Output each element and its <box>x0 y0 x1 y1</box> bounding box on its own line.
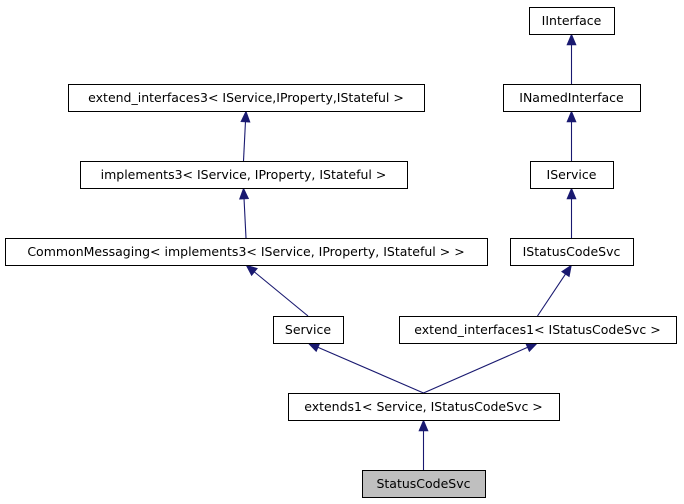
class-node-label: extend_interfaces3< IService,IProperty,I… <box>88 90 404 105</box>
edge-line <box>243 198 247 239</box>
edge-line <box>254 271 309 317</box>
inheritance-arrowhead-icon <box>418 419 429 432</box>
class-node-label: INamedInterface <box>519 90 624 105</box>
class-node-implements3[interactable]: implements3< IService, IProperty, IState… <box>80 161 408 189</box>
class-node-label: IStatusCodeSvc <box>523 244 621 259</box>
class-node-box[interactable] <box>529 7 615 35</box>
inheritance-edge-extend_interfaces1-to-istatuscodesvc <box>537 264 572 317</box>
class-node-inamedinterface[interactable]: INamedInterface <box>503 84 641 112</box>
class-node-istatuscodesvc[interactable]: IStatusCodeSvc <box>510 238 634 266</box>
inheritance-arrowhead-icon <box>566 187 577 200</box>
inheritance-edge-extends1-to-extend_interfaces1 <box>423 342 539 394</box>
inheritance-edge-istatuscodesvc-to-iservice <box>566 187 577 238</box>
class-node-extend_interfaces3[interactable]: extend_interfaces3< IService,IProperty,I… <box>68 84 425 112</box>
class-node-extends1[interactable]: extends1< Service, IStatusCodeSvc > <box>288 393 560 421</box>
inheritance-arrowhead-icon <box>566 110 577 123</box>
inheritance-edge-service-to-commonmessaging <box>245 264 309 317</box>
edge-line <box>537 273 566 317</box>
class-node-label: implements3< IService, IProperty, IState… <box>101 167 387 182</box>
class-node-label: StatusCodeSvc <box>376 476 470 491</box>
inheritance-edge-iservice-to-inamedinterface <box>566 110 577 161</box>
class-node-service[interactable]: Service <box>273 316 344 344</box>
class-node-box[interactable] <box>273 316 344 344</box>
edge-line <box>423 346 528 394</box>
inheritance-edge-commonmessaging-to-implements3 <box>239 187 250 239</box>
inheritance-arrowhead-icon <box>525 342 539 353</box>
inheritance-arrowhead-icon <box>566 33 577 46</box>
class-node-iinterface[interactable]: IInterface <box>529 7 615 35</box>
class-node-label: IService <box>547 167 597 182</box>
class-node-box[interactable] <box>510 238 634 266</box>
class-node-box[interactable] <box>362 470 486 498</box>
class-node-extend_interfaces1[interactable]: extend_interfaces1< IStatusCodeSvc > <box>399 316 677 344</box>
inheritance-edge-implements3-to-extend_interfaces3 <box>240 110 251 162</box>
inheritance-arrowhead-icon <box>307 342 321 353</box>
class-node-iservice[interactable]: IService <box>530 161 614 189</box>
class-node-box[interactable] <box>68 84 425 112</box>
class-node-box[interactable] <box>80 161 408 189</box>
class-node-box[interactable] <box>5 238 488 266</box>
inheritance-edge-extends1-to-service <box>307 342 424 394</box>
class-node-label: Service <box>285 322 332 337</box>
class-node-label: extends1< Service, IStatusCodeSvc > <box>304 399 543 414</box>
edge-line <box>317 346 424 394</box>
class-node-label: IInterface <box>542 13 602 28</box>
inheritance-arrowhead-icon <box>239 187 250 200</box>
class-node-box[interactable] <box>399 316 677 344</box>
class-node-label: CommonMessaging< implements3< IService, … <box>27 244 464 259</box>
class-node-label: extend_interfaces1< IStatusCodeSvc > <box>414 322 660 337</box>
class-node-box[interactable] <box>503 84 641 112</box>
class-node-box[interactable] <box>288 393 560 421</box>
class-node-statuscodesvc[interactable]: StatusCodeSvc <box>362 470 486 498</box>
inheritance-edge-inamedinterface-to-iinterface <box>566 33 577 84</box>
class-node-commonmessaging[interactable]: CommonMessaging< implements3< IService, … <box>5 238 488 266</box>
edge-line <box>242 121 246 162</box>
inheritance-arrowhead-icon <box>245 264 258 277</box>
inheritance-arrowhead-icon <box>561 264 572 278</box>
edges-layer <box>239 33 577 470</box>
inheritance-edge-statuscodesvc-to-extends1 <box>418 419 429 470</box>
class-node-box[interactable] <box>530 161 614 189</box>
inheritance-arrowhead-icon <box>240 110 251 123</box>
